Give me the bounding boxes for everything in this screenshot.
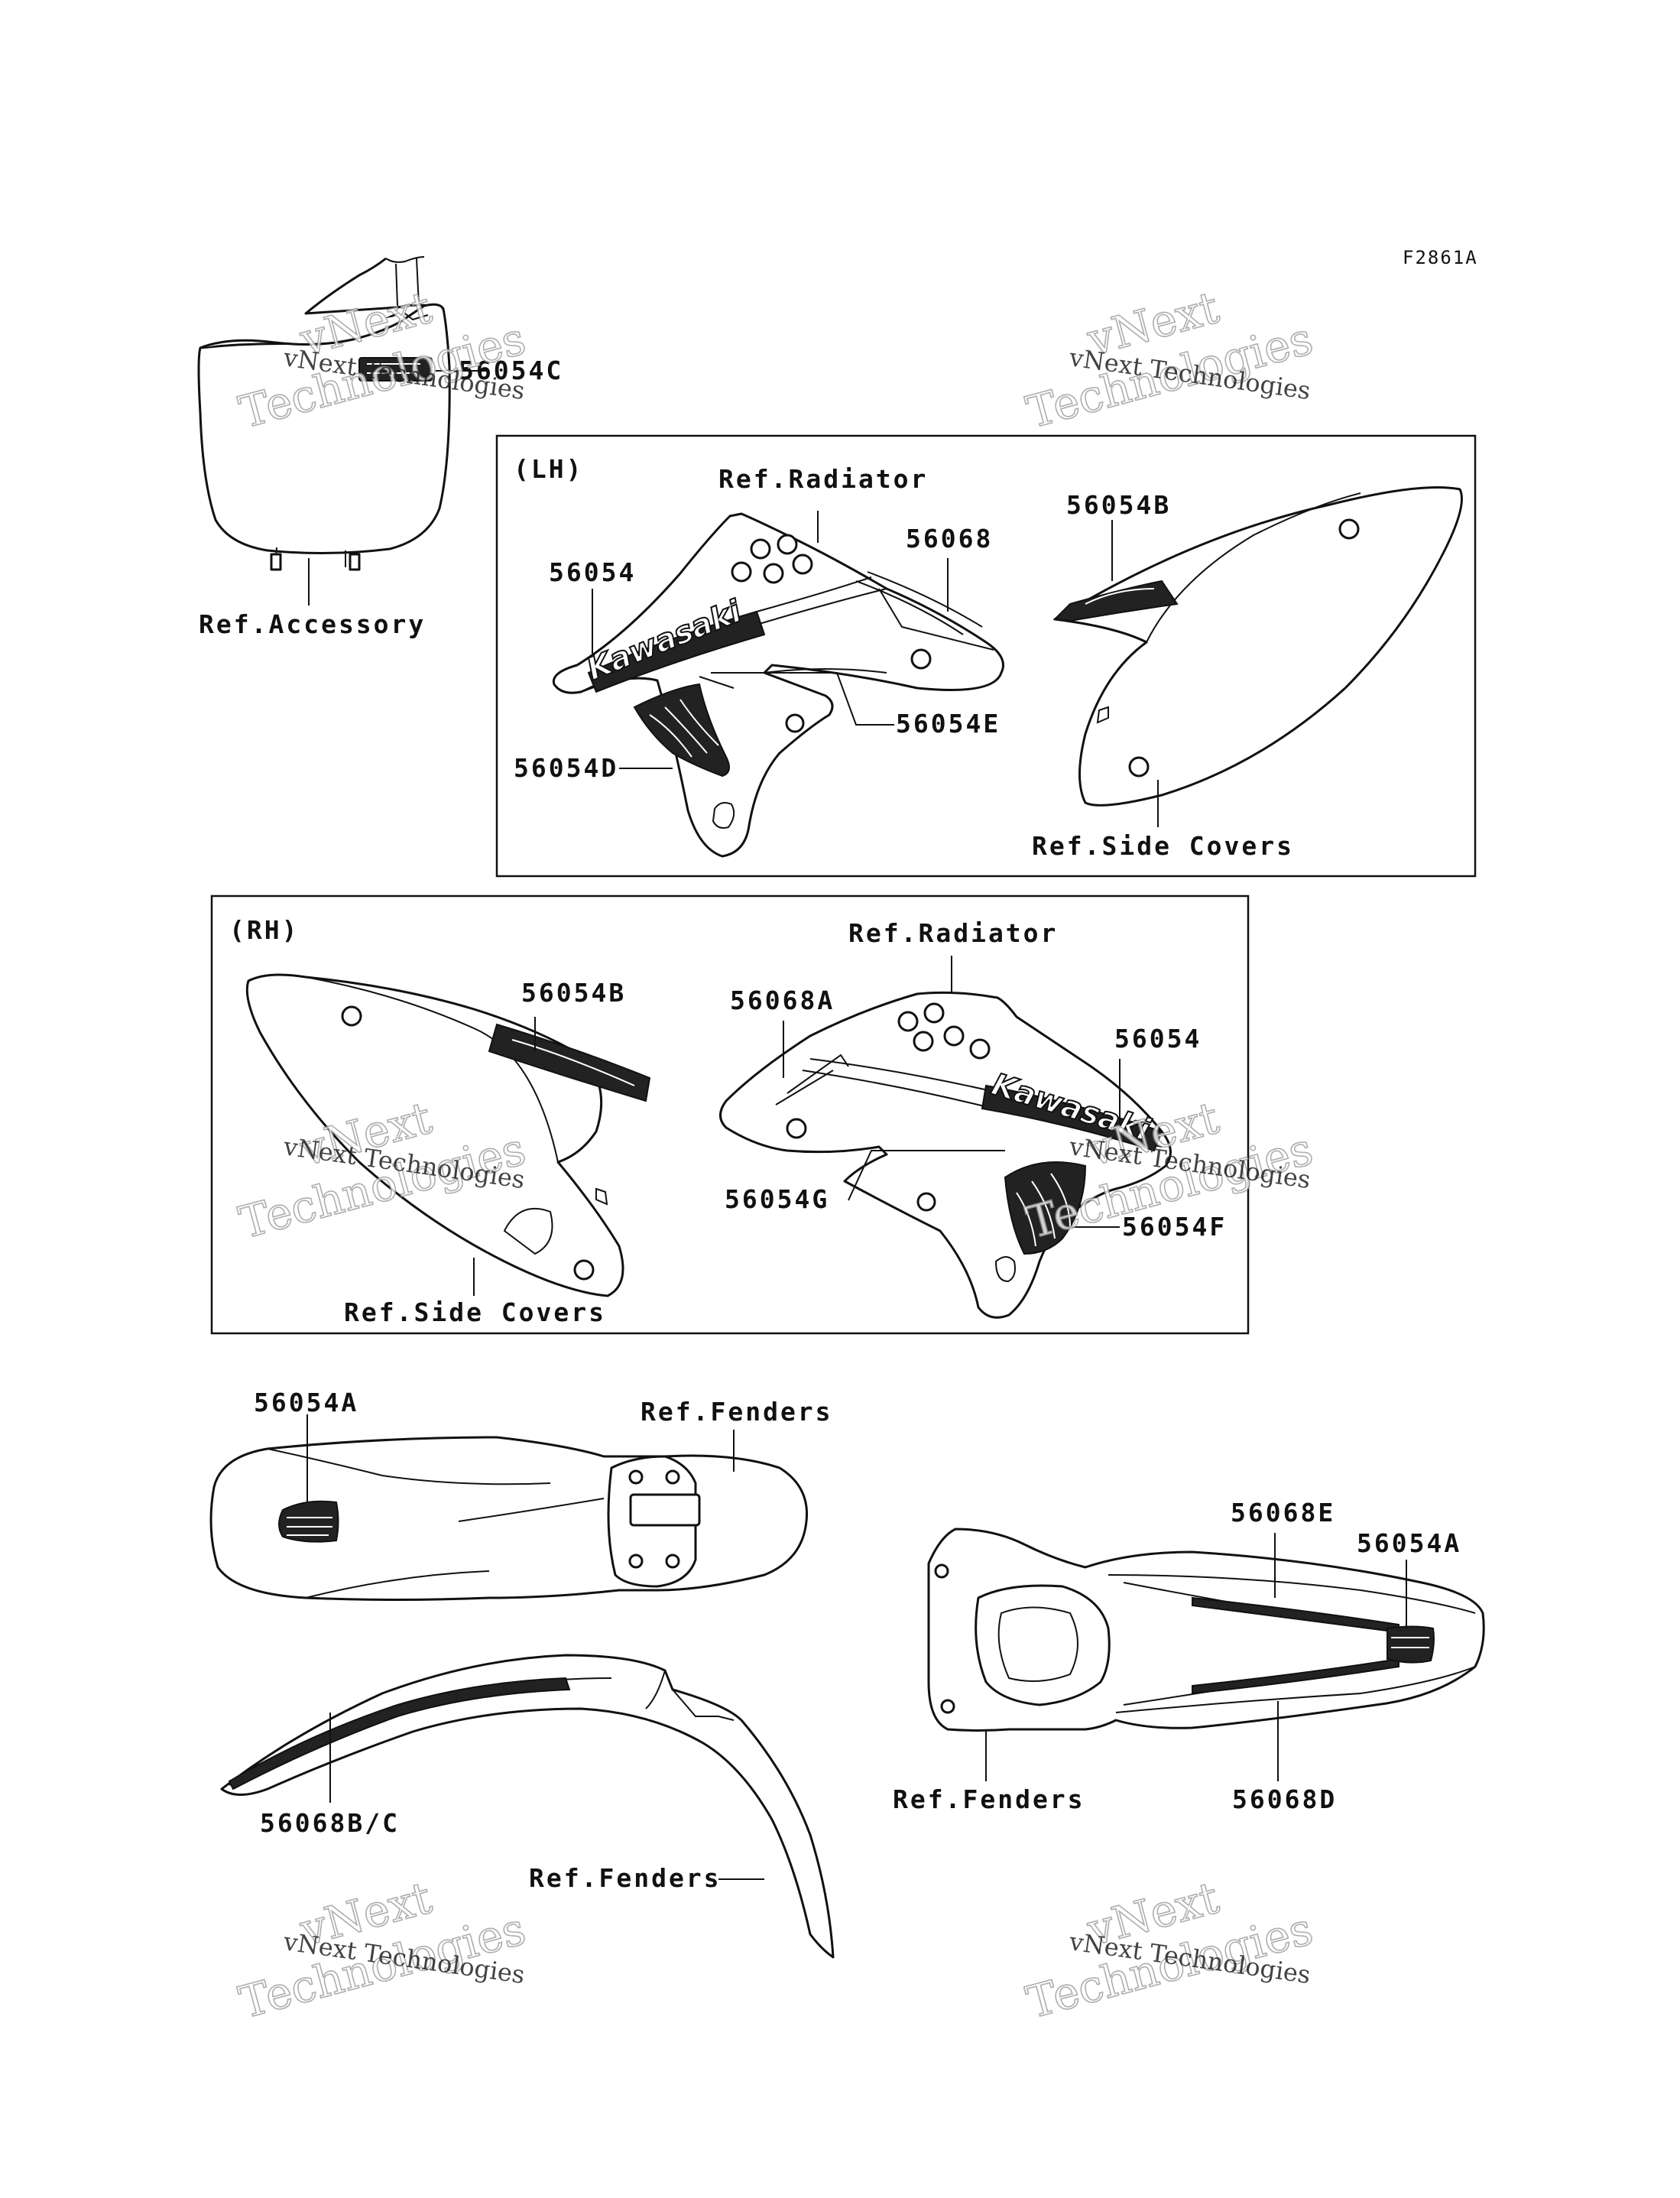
rh-section-label: (RH) [229, 915, 299, 945]
watermark-bottom-right: vNext Technologies vNext Technologies [1020, 1871, 1318, 2029]
label-ref-fenders-rear: Ref.Fenders [893, 1784, 1085, 1814]
rh-radiator-shroud: Kawasaki [719, 991, 1172, 1319]
lh-section-label: (LH) [514, 454, 583, 484]
lh-section-box [495, 434, 1477, 878]
front-fender-side [220, 1654, 835, 1959]
front-fender-top [209, 1436, 809, 1601]
rear-fender [927, 1528, 1485, 1732]
rear-fender-claw-decal [1386, 1625, 1435, 1664]
number-plate [197, 256, 451, 571]
watermark-top-right: vNext Technologies vNext Technologies [1020, 281, 1318, 439]
label-rh-56054B: 56054B [521, 978, 626, 1008]
lh-side-cover [1052, 486, 1463, 807]
figure-code: F2861A [1403, 247, 1478, 268]
label-ref-fenders-top: Ref.Fenders [641, 1397, 833, 1427]
label-rh-ref-side-covers: Ref.Side Covers [344, 1297, 606, 1327]
front-fender-claw-decal [278, 1500, 339, 1543]
label-ref-accessory: Ref.Accessory [199, 609, 426, 639]
label-lh-56068: 56068 [906, 524, 993, 554]
label-rh-56054G: 56054G [725, 1184, 829, 1214]
label-lh-ref-side-covers: Ref.Side Covers [1032, 831, 1294, 861]
label-ref-fenders-front: Ref.Fenders [529, 1863, 722, 1893]
rh-claw-decal [1004, 1161, 1087, 1255]
label-rh-56054F: 56054F [1122, 1212, 1227, 1242]
label-56054A-right: 56054A [1357, 1528, 1461, 1558]
label-56068E: 56068E [1231, 1498, 1335, 1528]
label-56068BC: 56068B/C [260, 1808, 400, 1838]
leader-rh-56054G [848, 1150, 1005, 1201]
watermark-bottom-left: vNext Technologies vNext Technologies [233, 1871, 531, 2029]
lh-side-cover-decal [1052, 580, 1179, 622]
label-lh-ref-radiator: Ref.Radiator [718, 464, 928, 494]
label-lh-56054E: 56054E [896, 709, 1001, 739]
label-rh-ref-radiator: Ref.Radiator [848, 918, 1058, 948]
label-lh-56054: 56054 [549, 557, 636, 587]
label-lh-56054B: 56054B [1066, 490, 1171, 520]
label-rh-56054: 56054 [1114, 1024, 1202, 1054]
rh-side-cover [245, 973, 651, 1297]
leader-lh-56054E [711, 672, 894, 726]
label-rh-56068A: 56068A [730, 985, 835, 1015]
label-56068D: 56068D [1232, 1784, 1337, 1814]
rh-side-cover-decal [488, 1023, 651, 1102]
lh-claw-decal [633, 683, 730, 778]
label-56054C: 56054C [459, 356, 563, 385]
label-56054A-left: 56054A [254, 1388, 358, 1417]
front-fender-stripe-decal [228, 1677, 571, 1791]
label-lh-56054D: 56054D [514, 753, 618, 783]
rh-section-box [210, 894, 1250, 1335]
